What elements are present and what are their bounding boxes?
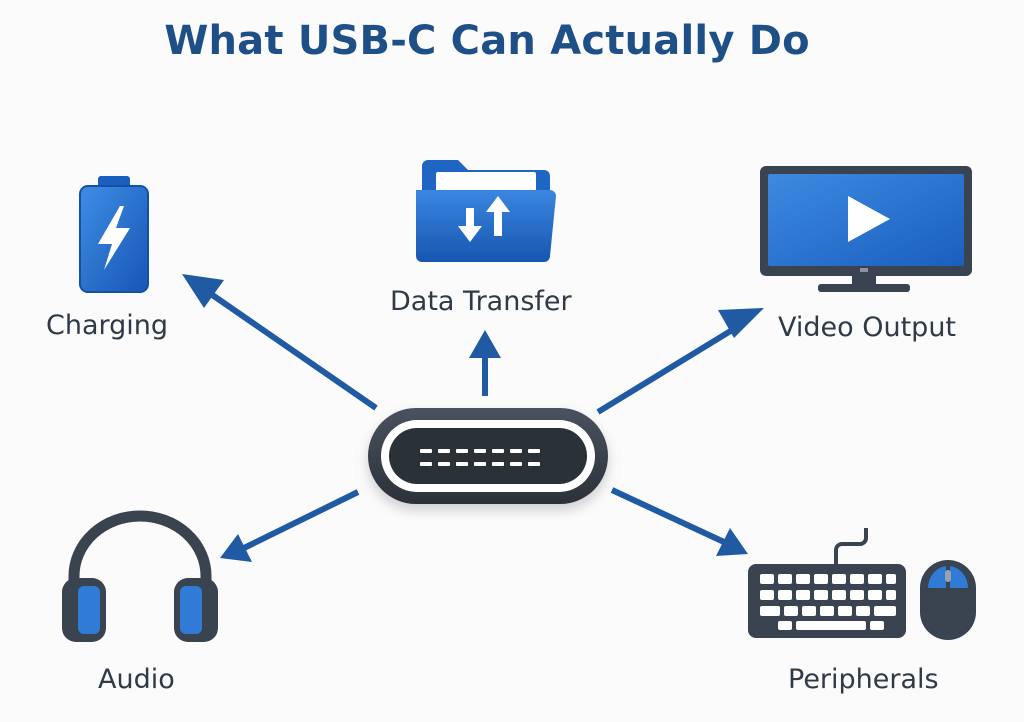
battery-charging-icon	[79, 176, 149, 293]
label-peripherals: Peripherals	[788, 664, 939, 695]
arrow-to-peripherals	[610, 487, 748, 556]
page-title: What USB-C Can Actually Do	[164, 18, 810, 64]
label-charging: Charging	[46, 310, 169, 341]
label-data-transfer: Data Transfer	[390, 286, 572, 317]
arrow-to-data-transfer	[469, 330, 501, 396]
usb-c-port-icon	[368, 408, 608, 504]
keyboard-mouse-icon	[748, 528, 976, 640]
arrow-to-video-output	[596, 308, 764, 415]
arrow-to-audio	[220, 489, 360, 562]
label-audio: Audio	[98, 664, 175, 695]
folder-transfer-icon	[416, 160, 556, 262]
label-video-output: Video Output	[778, 312, 957, 343]
arrows	[182, 274, 764, 562]
arrow-to-charging	[182, 274, 378, 411]
monitor-play-icon	[760, 166, 972, 292]
headphones-icon	[62, 510, 218, 642]
